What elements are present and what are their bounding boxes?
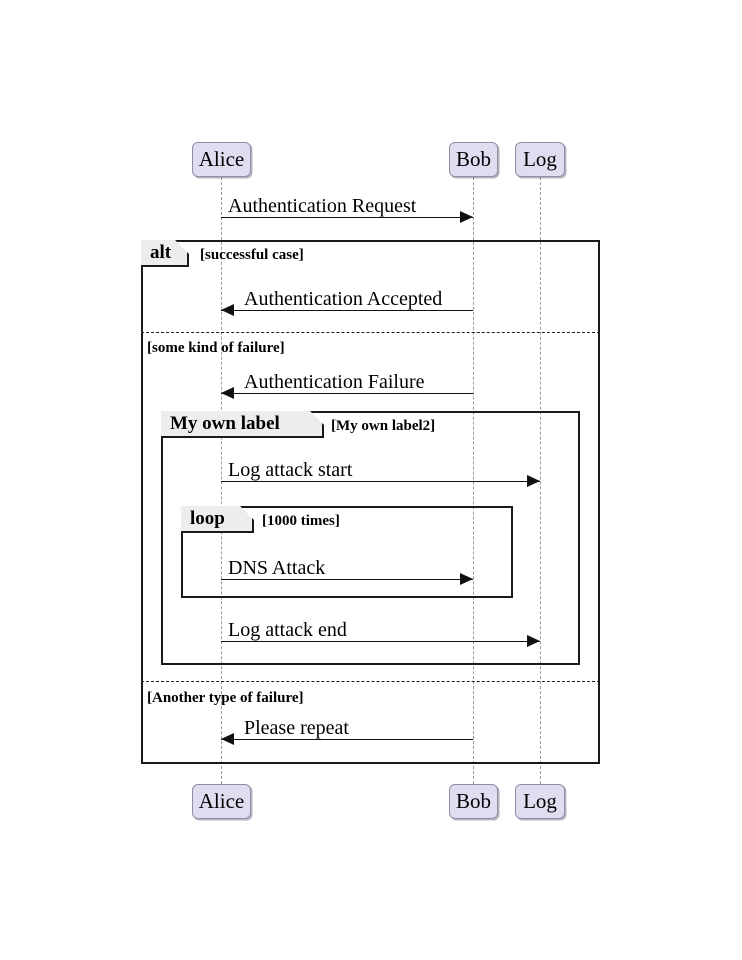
message-label-please-repeat: Please repeat [244,717,349,739]
arrow-head-right-icon [527,634,540,647]
arrow-head-left-icon [221,732,234,745]
message-label-authentication-failure: Authentication Failure [244,371,425,393]
participant-alice-top[interactable]: Alice [192,142,251,177]
fragment-alt-divider-2 [141,681,600,682]
message-label-dns-attack: DNS Attack [228,557,326,579]
message-label-authentication-request: Authentication Request [228,195,417,217]
message-label-authentication-accepted: Authentication Accepted [244,288,443,310]
fragment-alt-divider-1-condition: [some kind of failure] [147,340,285,356]
message-line-authentication-request [221,217,473,218]
participant-bob-bottom[interactable]: Bob [449,784,498,819]
message-line-dns-attack [221,579,473,580]
fragment-my-own-label-condition: [My own label2] [331,418,436,434]
lifeline-log [540,177,541,784]
arrow-head-right-icon [460,210,473,223]
fragment-loop [181,506,513,598]
fragment-my-own-label-operator-label: My own label [161,411,324,438]
message-line-authentication-failure [221,393,473,394]
participant-alice-bottom[interactable]: Alice [192,784,251,819]
lifeline-alice [221,177,222,784]
participant-log-top[interactable]: Log [515,142,565,177]
arrow-head-right-icon [460,572,473,585]
lifeline-bob [473,177,474,784]
fragment-alt-divider-1 [141,332,600,333]
participant-bob-top[interactable]: Bob [449,142,498,177]
message-line-please-repeat [221,739,473,740]
arrow-head-left-icon [221,386,234,399]
message-line-authentication-accepted [221,310,473,311]
message-label-log-attack-end: Log attack end [228,619,347,641]
fragment-loop-condition: [1000 times] [262,513,340,529]
message-label-log-attack-start: Log attack start [228,459,353,481]
arrow-head-left-icon [221,303,234,316]
fragment-my-own-label [161,411,580,665]
fragment-loop-operator-label: loop [181,506,254,533]
fragment-alt [141,240,600,764]
message-line-log-attack-start [221,481,540,482]
participant-log-bottom[interactable]: Log [515,784,565,819]
fragment-alt-condition: [successful case] [200,247,304,263]
message-line-log-attack-end [221,641,540,642]
arrow-head-right-icon [527,474,540,487]
fragment-alt-divider-2-condition: [Another type of failure] [147,690,304,706]
